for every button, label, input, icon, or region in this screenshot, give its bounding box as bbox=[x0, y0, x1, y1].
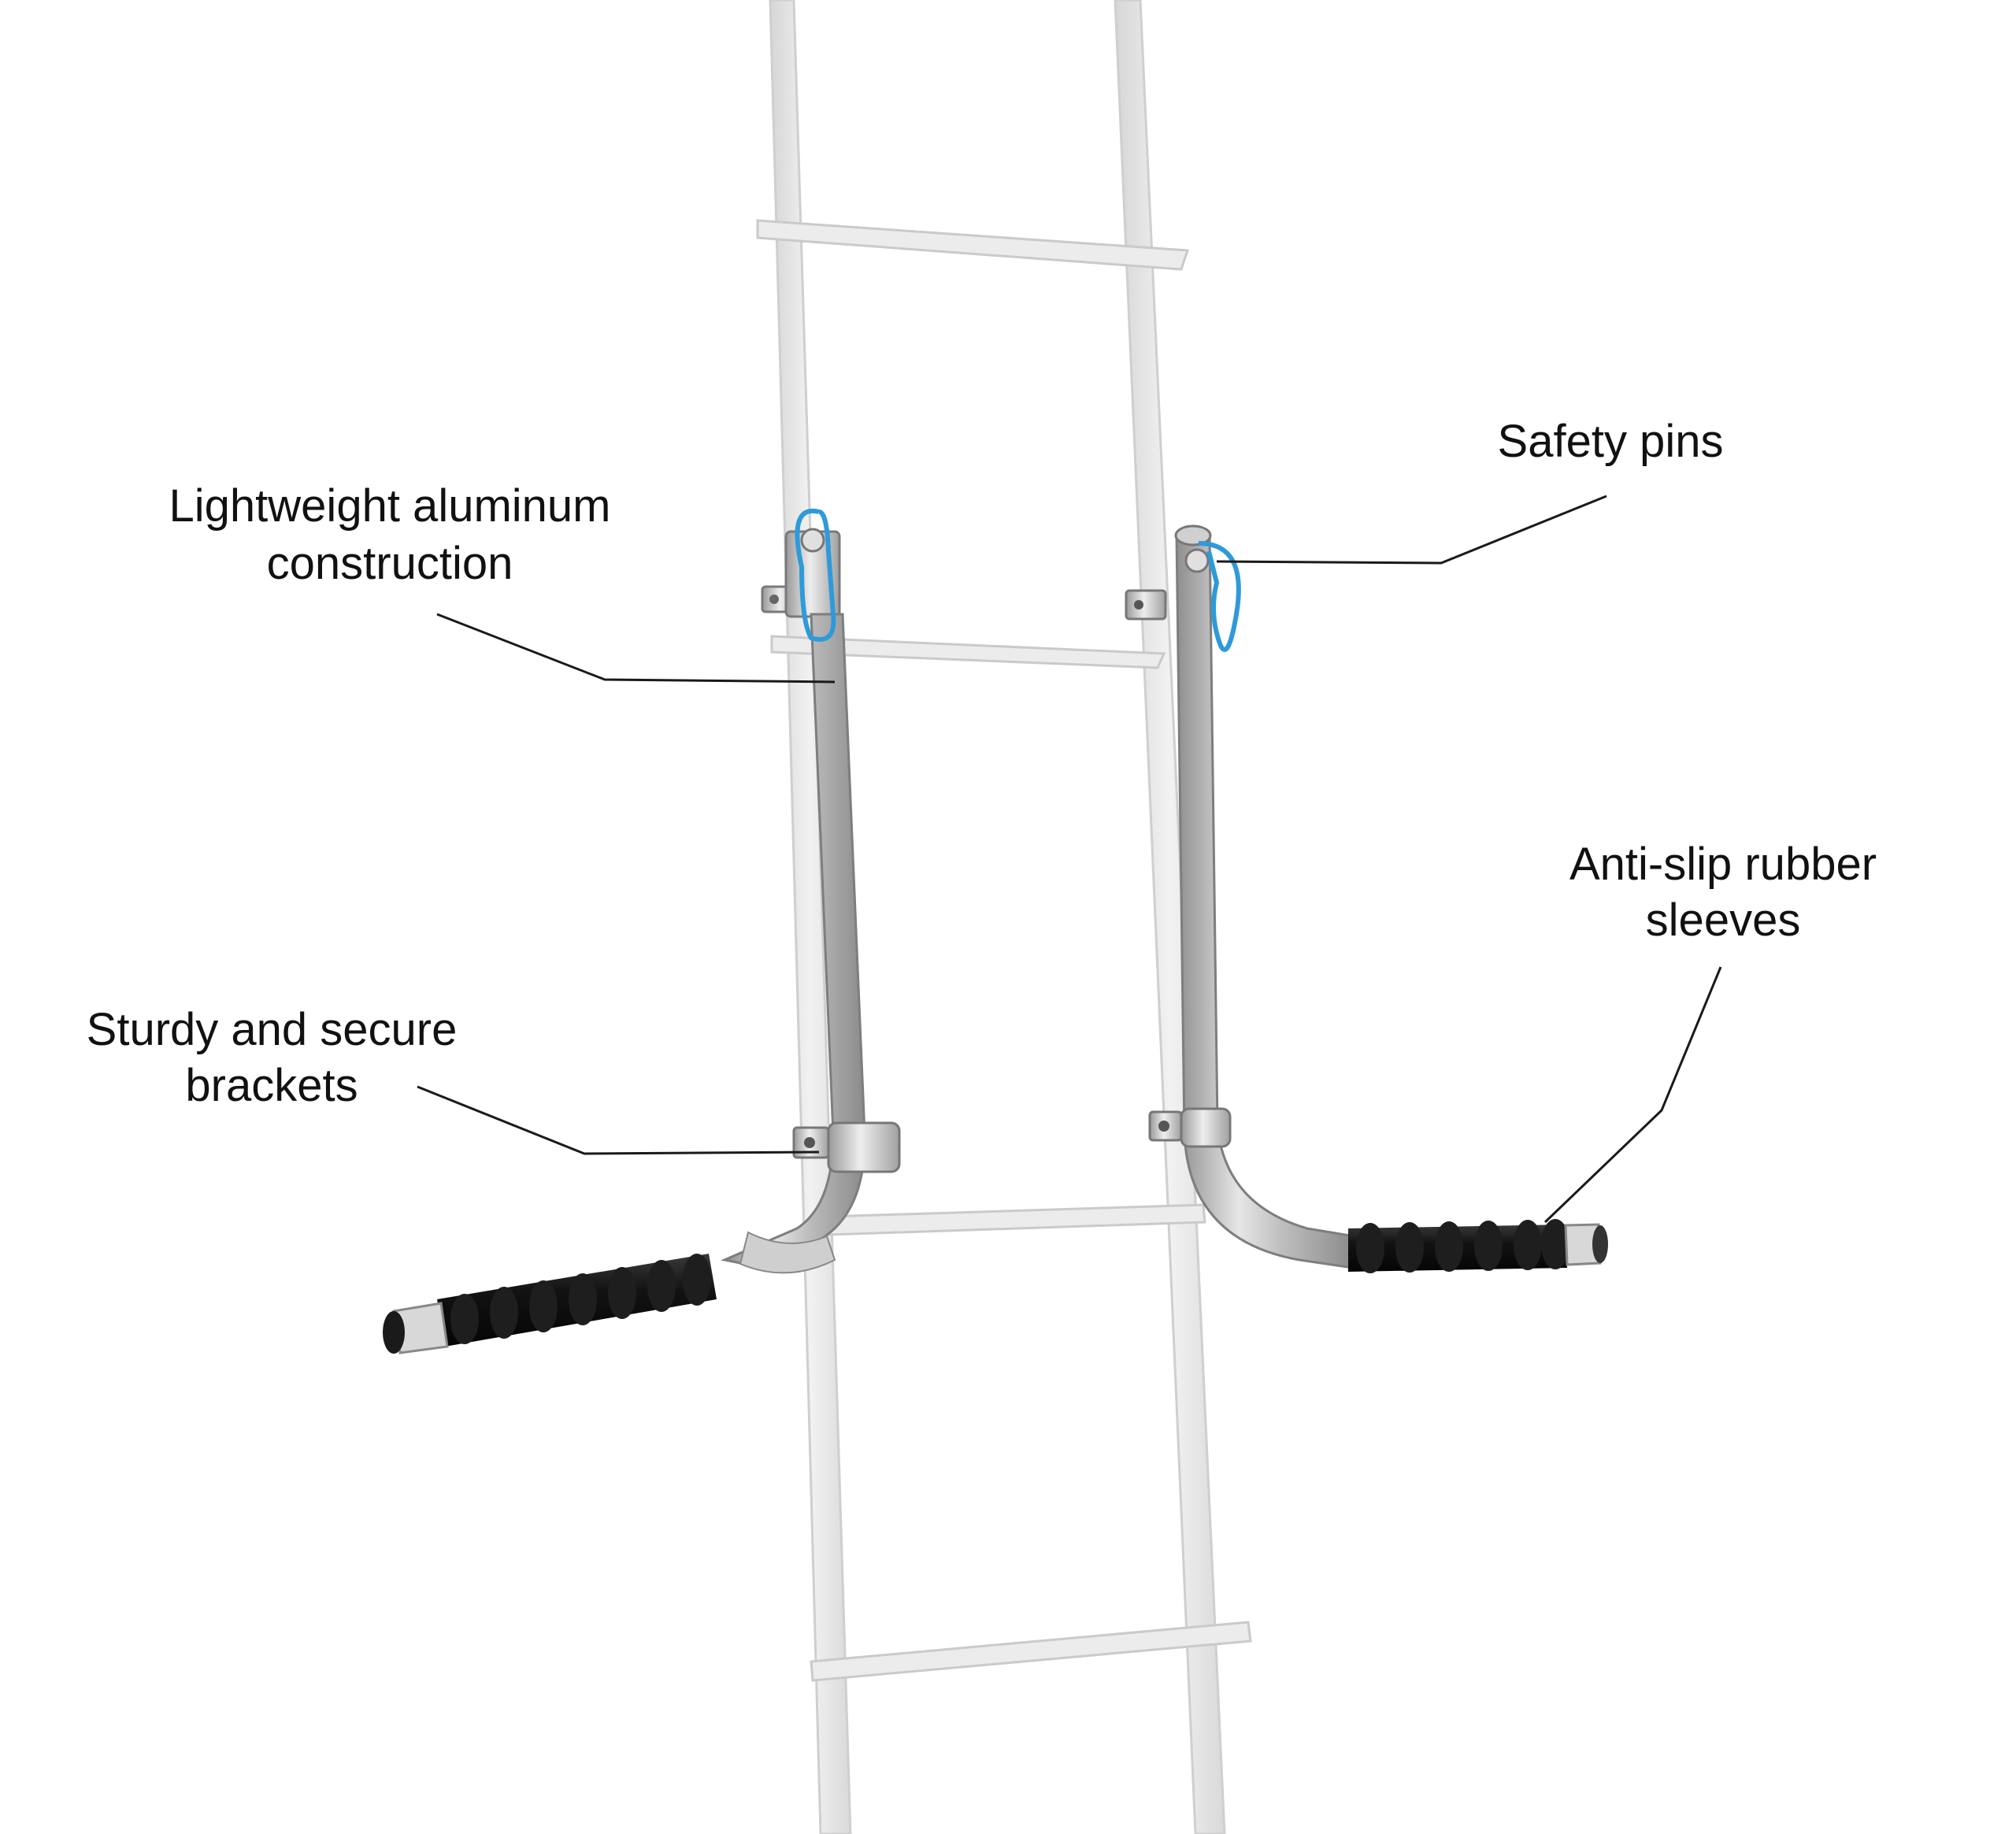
leader-lines bbox=[417, 495, 1722, 1224]
top-mount-bracket-right bbox=[1125, 589, 1167, 621]
ladder-rung bbox=[810, 1621, 1252, 1682]
callout-sleeves-line1: Anti-slip rubber bbox=[1569, 839, 1877, 890]
safety-pin-right bbox=[1184, 541, 1241, 652]
callout-safety-pins: Safety pins bbox=[1498, 416, 1724, 467]
callout-brackets-line1: Sturdy and secure bbox=[87, 1004, 458, 1055]
callout-sturdy-brackets: Sturdy and secure brackets bbox=[87, 1004, 458, 1111]
lower-clamp-left bbox=[827, 1121, 901, 1173]
ladder-rung bbox=[756, 219, 1190, 271]
rubber-sleeve-right bbox=[1348, 1219, 1569, 1273]
callout-aluminum-construction: Lightweight aluminum construction bbox=[169, 480, 611, 589]
callout-safety-pins-line1: Safety pins bbox=[1498, 416, 1724, 467]
ladder-rung bbox=[770, 635, 1166, 669]
right-stabilizer-arm bbox=[1125, 524, 1608, 1273]
leader-line-aluminum bbox=[436, 613, 836, 684]
callout-sleeves-line2: sleeves bbox=[1646, 895, 1801, 946]
safety-pin-left bbox=[795, 508, 836, 642]
callout-aluminum-line1: Lightweight aluminum bbox=[169, 480, 611, 532]
callout-anti-slip-sleeves: Anti-slip rubber sleeves bbox=[1569, 839, 1877, 946]
leader-line-sleeves bbox=[1544, 966, 1722, 1224]
aluminum-tube-right bbox=[1175, 532, 1356, 1269]
left-stabilizer-arm bbox=[383, 508, 901, 1354]
lower-clamp-right bbox=[1180, 1107, 1232, 1148]
leader-line-safety-pins bbox=[1216, 495, 1607, 565]
leader-line-brackets bbox=[417, 1085, 820, 1155]
callout-aluminum-line2: construction bbox=[267, 538, 513, 589]
callout-brackets-line2: brackets bbox=[185, 1060, 358, 1111]
ladder-rung bbox=[825, 1203, 1206, 1236]
rubber-sleeve-left bbox=[437, 1254, 717, 1347]
